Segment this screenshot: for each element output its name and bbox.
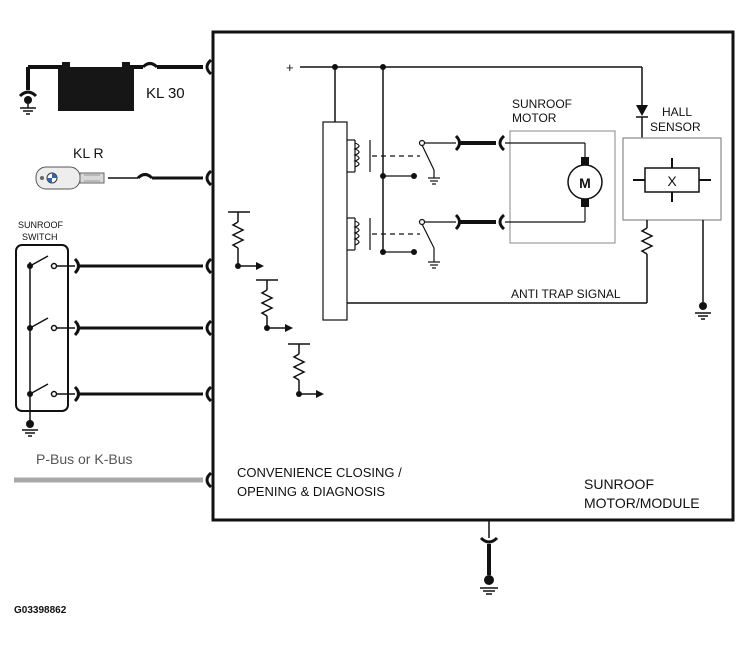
- switch-contact-1: [27, 255, 75, 270]
- module-label-1: SUNROOF: [584, 476, 654, 492]
- convenience-label-2: OPENING & DIAGNOSIS: [237, 484, 385, 499]
- switch-contact-3: [27, 383, 75, 398]
- hall-label-2: SENSOR: [650, 120, 701, 134]
- ground-hall-icon: [695, 302, 711, 320]
- switch-contact-2: [27, 317, 75, 332]
- kl30-label: KL 30: [146, 85, 185, 102]
- input-resistor-2: [256, 279, 293, 332]
- hall-symbol: X: [667, 173, 677, 189]
- battery-terminal-neg: [62, 62, 70, 68]
- plus-label: +: [286, 60, 294, 75]
- figure-id: G03398862: [14, 605, 67, 616]
- module-box: [211, 30, 735, 522]
- hall-label-1: HALL: [662, 105, 692, 119]
- pbus-label: P-Bus or K-Bus: [36, 451, 132, 467]
- input-resistor-1: [228, 211, 264, 270]
- switch-label-1: SUNROOF: [18, 220, 64, 230]
- battery-kl30: KL 30: [26, 58, 213, 111]
- anti-trap-label: ANTI TRAP SIGNAL: [511, 287, 621, 301]
- klr-label: KL R: [73, 145, 104, 161]
- ground-switch-icon: [22, 410, 38, 437]
- relay-2: [347, 217, 456, 269]
- battery-terminal-pos: [122, 62, 130, 68]
- ground-battery-icon: [18, 90, 38, 115]
- motor-label-1: SUNROOF: [512, 97, 572, 111]
- motor-label-2: MOTOR: [512, 111, 557, 125]
- controller-ic: [322, 121, 348, 321]
- motor-symbol: M: [579, 175, 591, 191]
- input-resistor-3: [288, 343, 324, 398]
- relay-1: [347, 139, 456, 185]
- ground-module-icon: [479, 520, 499, 595]
- switch-label-2: SWITCH: [22, 232, 58, 242]
- convenience-label-1: CONVENIENCE CLOSING /: [237, 465, 402, 480]
- ignition-key-icon: [35, 166, 105, 190]
- battery-body: [58, 67, 134, 111]
- hall-diode-icon: [636, 105, 648, 116]
- module-label-2: MOTOR/MODULE: [584, 495, 700, 511]
